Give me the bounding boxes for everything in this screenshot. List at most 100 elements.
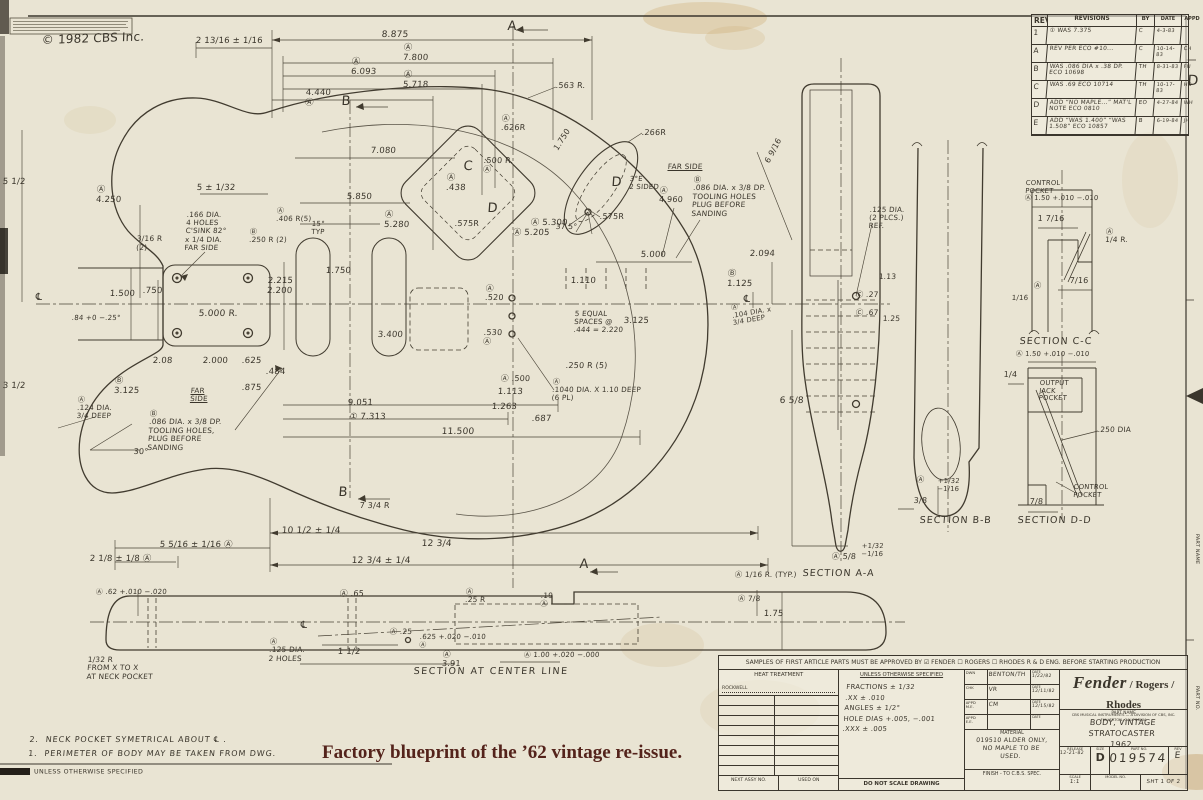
- revision-appd: HD: [1183, 82, 1193, 88]
- unless-otherwise-label: UNLESS OTHERWISE SPECIFIED: [34, 768, 144, 776]
- checked-value: VR: [987, 687, 998, 693]
- revisions-header-by: BY: [1137, 15, 1155, 26]
- tolerance-line: .XXX ± .005: [842, 725, 888, 734]
- date-label: DATE: [1032, 700, 1041, 704]
- book-caption: Factory blueprint of the ’62 vintage re-…: [322, 742, 683, 763]
- revision-by: C: [1135, 27, 1155, 44]
- appd-me-date: 12/15/82: [1031, 704, 1056, 709]
- revisions-table: REV REVISIONS BY DATE APPD 1① WAS 7.375C…: [1030, 14, 1200, 136]
- title-block: SAMPLES OF FIRST ARTICLE PARTS MUST BE A…: [718, 655, 1188, 791]
- tolerance-line: .XX ± .010: [845, 693, 886, 702]
- appd-ee-value: [986, 715, 1030, 729]
- appd-me-value: CM: [987, 702, 999, 708]
- part-name-value: BODY, VINTAGE STRATOCASTER 1962: [1088, 718, 1157, 749]
- body-outline: [78, 86, 709, 540]
- scale-cell: SCALE 1:1: [1060, 775, 1092, 790]
- revision-appd: [1181, 27, 1202, 44]
- size-value: D: [1095, 751, 1105, 764]
- section-bb-shape: [913, 147, 984, 517]
- rogers-logo: Rogers: [1135, 679, 1169, 691]
- date-label: DATE: [1032, 670, 1041, 674]
- brand-separator: /: [1168, 679, 1175, 691]
- cbs-subtitle: CBS MUSICAL INSTRUMENTS — A DIVISION OF …: [1071, 713, 1176, 722]
- checked-label: CHK: [965, 685, 988, 699]
- revision-by: C: [1135, 45, 1155, 62]
- date-label: DATE: [1032, 685, 1041, 689]
- revision-appd: FU: [1183, 64, 1192, 70]
- rev-label: REV: [1174, 747, 1182, 751]
- revisions-header-date: DATE: [1155, 15, 1182, 26]
- model-label: MODEL NO.: [1105, 775, 1126, 779]
- part-no-cell: PART NO. 019574: [1110, 747, 1169, 774]
- trem-cavity: [400, 125, 536, 261]
- title-id-block: Fender / Rogers / Rhodes CBS MUSICAL INS…: [1060, 670, 1187, 790]
- section-cc-shape: [1028, 189, 1100, 335]
- revisions-header: REV REVISIONS BY DATE APPD: [1032, 15, 1200, 27]
- size-cell: SIZE D: [1091, 747, 1111, 774]
- fine-print-box: [9, 17, 133, 35]
- release-value: 12-21-82: [1060, 751, 1085, 756]
- revision-date: 6-19-84: [1153, 117, 1182, 134]
- finish-label: FINISH - TO C.B.S. SPEC.: [964, 769, 1060, 790]
- revisions-header-appd: APPD: [1184, 16, 1200, 22]
- scale-label: SCALE: [1069, 775, 1081, 779]
- neck-pocket: [162, 264, 271, 347]
- appd-ee-row: APPD E.E. DATE: [964, 715, 1060, 730]
- sheet-value: SHT 1 OF 2: [1146, 779, 1181, 785]
- revision-rev: C: [1030, 81, 1048, 98]
- brand-separator: /: [1126, 679, 1136, 691]
- revision-rev: D: [1030, 99, 1048, 116]
- redaction-blob: [0, 768, 30, 775]
- tolerance-line: FRACTIONS ± 1/32: [846, 683, 916, 691]
- revisions-header-desc: REVISIONS: [1048, 15, 1137, 26]
- dimension-lines: [21, 29, 1099, 665]
- main-outlines: [78, 83, 1104, 651]
- scale-value: 1:1: [1069, 779, 1081, 785]
- revision-date: 10-14-83: [1153, 45, 1182, 62]
- heat-treatment-label: HEAT TREATMENT: [754, 672, 804, 678]
- tolerance-line: HOLE DIAS +.005, −.001: [843, 714, 936, 723]
- part-name-label: PART NAME: [1111, 711, 1136, 716]
- revision-date: 4-27-84: [1153, 99, 1182, 116]
- revision-desc: ADD “NO MAPLE...” MAT'L NOTE ECO 0810: [1046, 99, 1137, 116]
- revision-date: 10-17-83: [1153, 81, 1182, 98]
- approval-bar: SAMPLES OF FIRST ARTICLE PARTS MUST BE A…: [719, 656, 1187, 670]
- heat-treatment-grid: [719, 695, 839, 775]
- middle-pickup-route: [371, 237, 407, 357]
- bridge-pickup-route: [563, 141, 639, 235]
- appd-me-label: APPD M.E.: [965, 700, 988, 714]
- used-on-label: USED ON: [798, 778, 820, 783]
- hidden-lines: [147, 249, 876, 648]
- neck-pickup-route: [295, 237, 331, 357]
- revision-rev: A: [1030, 45, 1048, 62]
- appd-ee-label: APPD E.E.: [965, 715, 988, 729]
- rhodes-logo: Rhodes: [1106, 699, 1142, 711]
- revision-appd: JH: [1183, 118, 1190, 124]
- unless-otherwise-strip: UNLESS OTHERWISE SPECIFIED: [0, 768, 392, 776]
- revision-date: 8-31-83: [1153, 63, 1182, 80]
- revision-desc: WAS .086 DIA x .38 DP. ECO 10698: [1046, 63, 1137, 80]
- brand-logos: Fender / Rogers / Rhodes CBS MUSICAL INS…: [1060, 670, 1187, 722]
- note-2: 2. NECK POCKET SYMETRICAL ABOUT ℄ .: [29, 735, 228, 744]
- revision-rev: 1: [1030, 27, 1048, 44]
- rev-cell: REV E: [1169, 747, 1187, 774]
- revision-rev: E: [1030, 117, 1048, 134]
- rockwell-label: ROCKWELL: [722, 686, 836, 693]
- material-block: MATERIAL 019510 ALDER ONLY, NO MAPLE TO …: [965, 730, 1060, 769]
- drawn-label: DWN: [965, 670, 988, 684]
- fender-logo: Fender: [1072, 673, 1127, 692]
- revisions-header-rev: REV: [1032, 15, 1048, 26]
- model-cell: MODEL NO.: [1091, 775, 1141, 790]
- tolerance-block: UNLESS OTHERWISE SPECIFIED FRACTIONS ± 1…: [839, 670, 965, 790]
- part-no-value: 019574: [1110, 751, 1168, 765]
- note-1: 1. PERIMETER OF BODY MAY BE TAKEN FROM D…: [27, 748, 277, 758]
- revision-rev: B: [1030, 63, 1048, 80]
